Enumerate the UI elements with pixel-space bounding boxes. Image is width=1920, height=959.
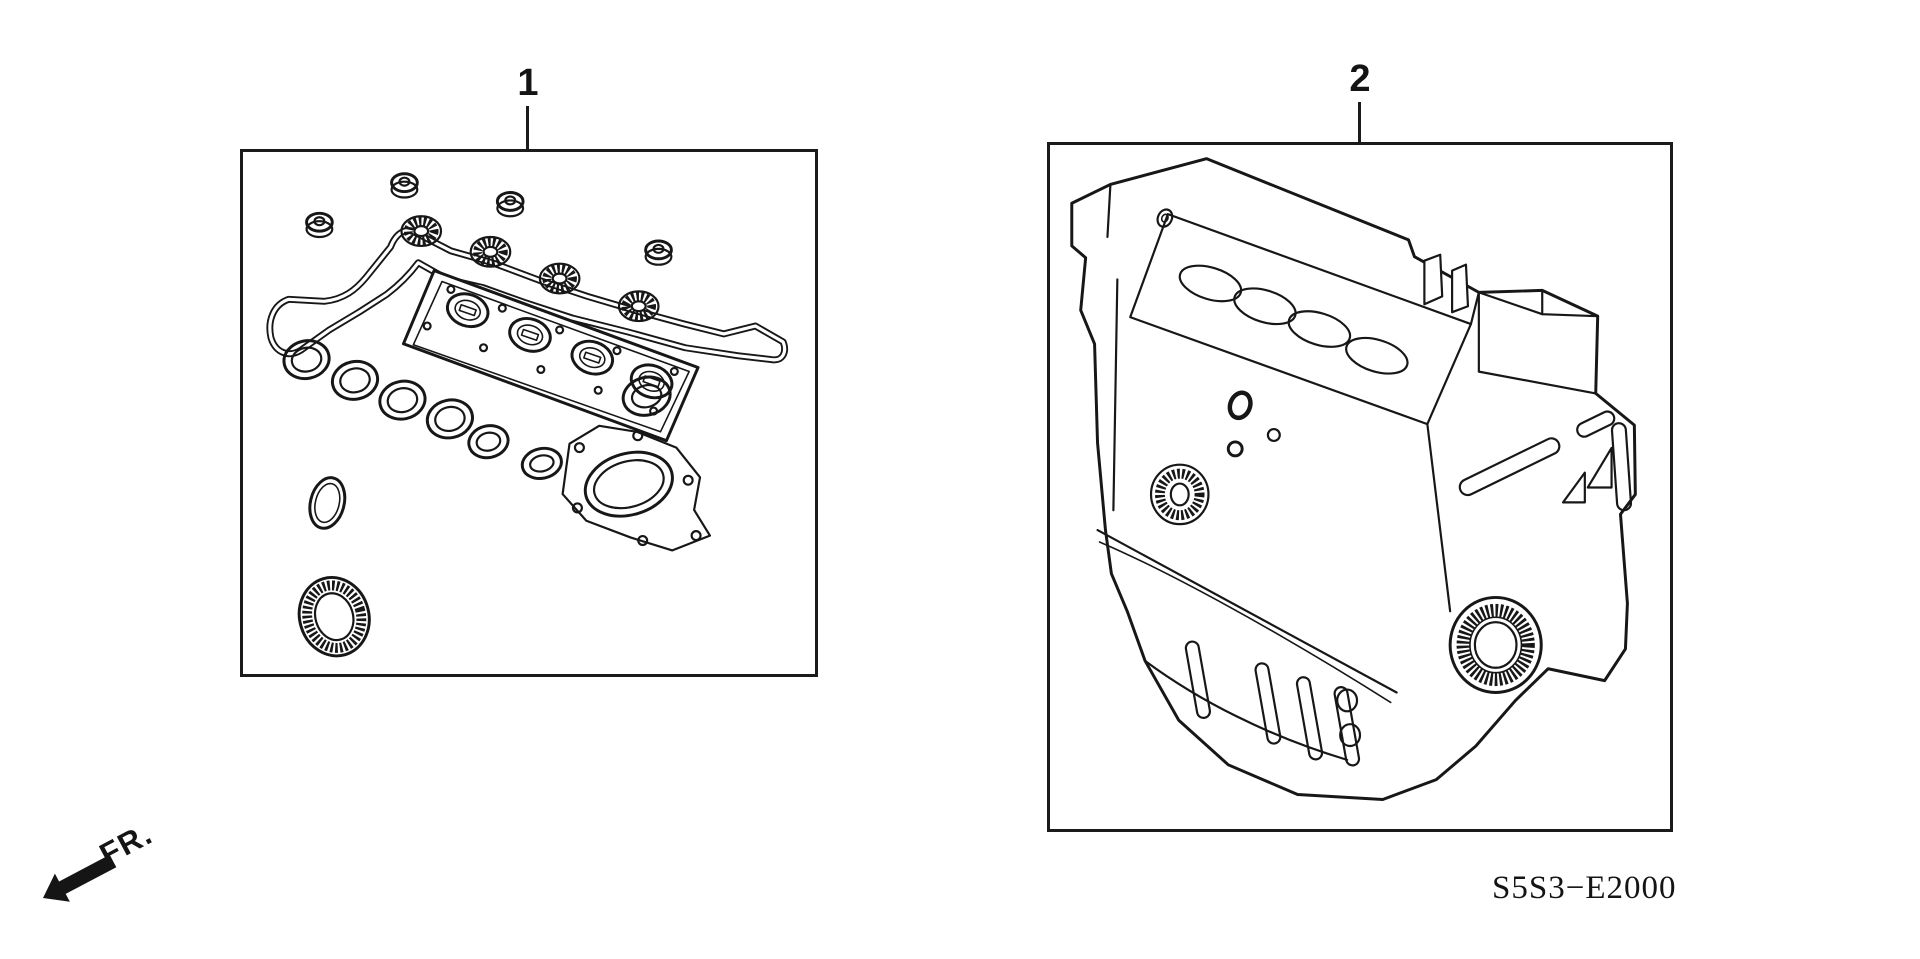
- valve-cover-gasket: [266, 227, 789, 364]
- port-ring-gaskets: [282, 339, 563, 480]
- part-code: S5S3−E2000: [1492, 870, 1677, 906]
- rear-crank-seal: [1448, 595, 1543, 694]
- cylinder-bores: [1178, 264, 1409, 375]
- callout-1-leader-line: [526, 106, 529, 150]
- o-ring-seal: [308, 476, 347, 530]
- front-crank-seal: [1149, 463, 1210, 526]
- oil-pan: [1096, 528, 1398, 767]
- arrow-icon: [43, 854, 117, 902]
- toothed-oval-gasket: [297, 575, 371, 658]
- chain-case-gasket: [561, 375, 712, 552]
- cylinder-deck: [1129, 213, 1473, 426]
- valve-seal-grommets: [305, 172, 673, 266]
- head-gasket-kit-illustration: [266, 172, 789, 658]
- block-holes: [1156, 208, 1362, 748]
- part-panel-2: [1047, 142, 1673, 832]
- camshaft-seal-rings: [400, 215, 660, 323]
- mount-bracket: [1458, 410, 1633, 682]
- callout-1-label[interactable]: 1: [517, 62, 539, 104]
- callout-2-leader-line: [1358, 102, 1361, 142]
- engine-block-illustration: [1070, 157, 1637, 801]
- top-mount-bosses: [1423, 253, 1599, 318]
- front-direction-arrow: FR.: [43, 820, 158, 902]
- part-panel-1: [240, 149, 818, 677]
- callout-2-label[interactable]: 2: [1349, 58, 1371, 100]
